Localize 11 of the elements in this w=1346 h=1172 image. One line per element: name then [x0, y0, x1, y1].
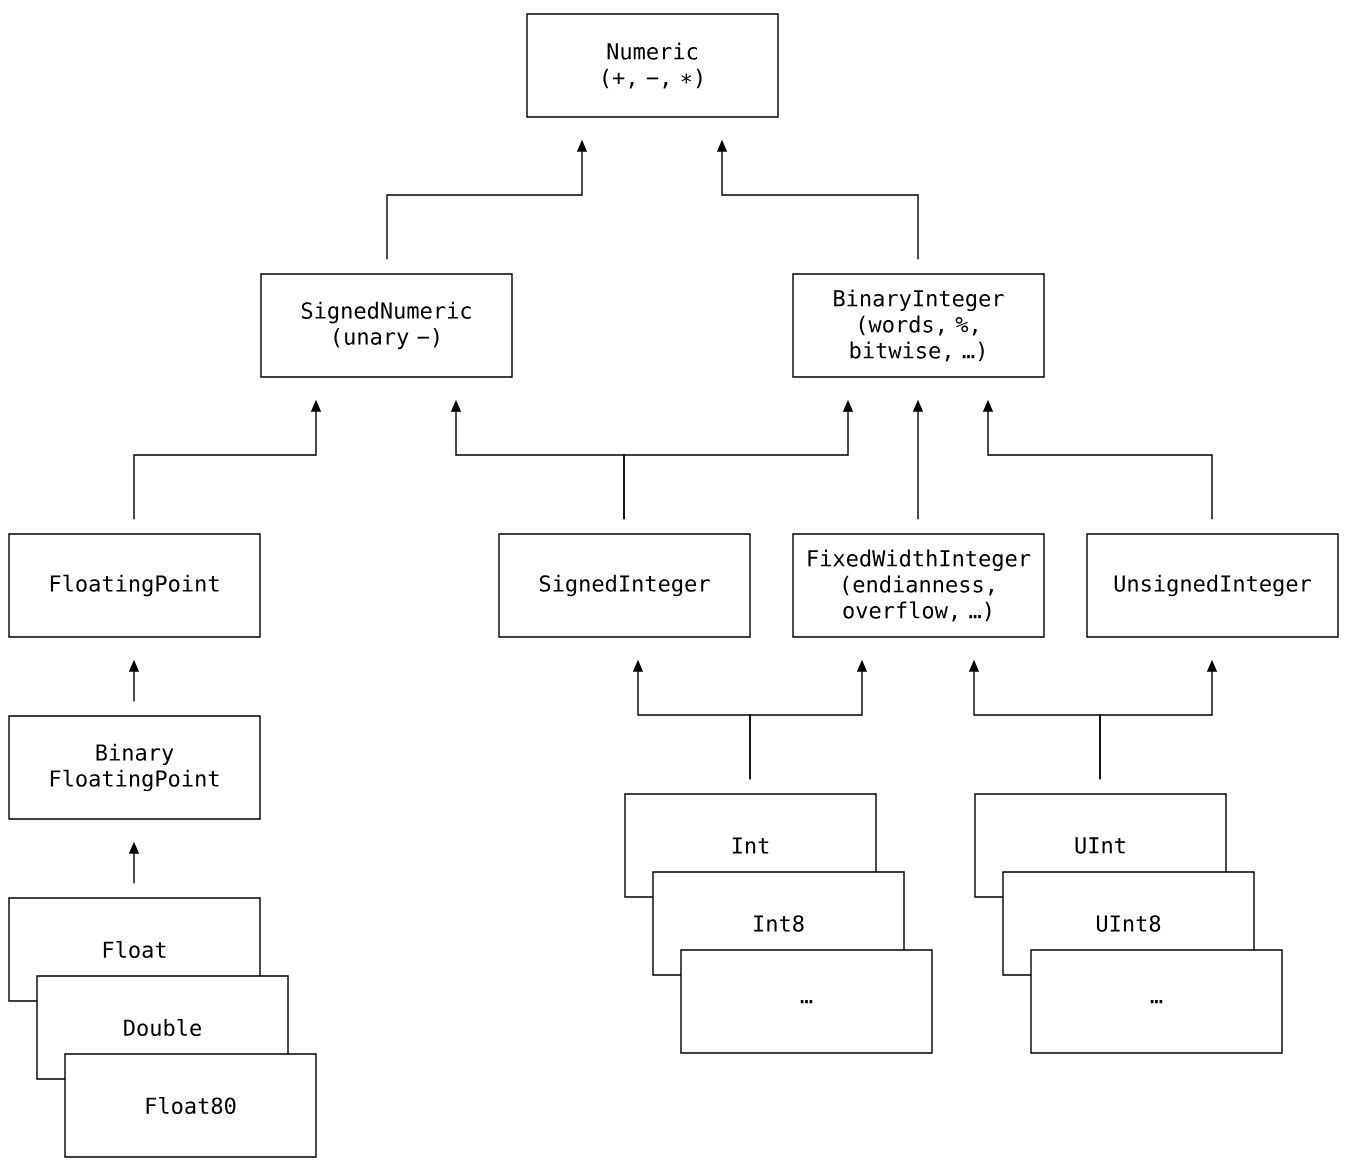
type-box: Float80: [64, 1053, 317, 1158]
type-box: …: [1030, 949, 1283, 1054]
type-box: Numeric (+, −, ∗): [526, 13, 779, 118]
type-box: SignedInteger: [498, 533, 751, 638]
type-box: Binary FloatingPoint: [8, 715, 261, 820]
type-box: UnsignedInteger: [1086, 533, 1339, 638]
type-box: …: [680, 949, 933, 1054]
type-box: FixedWidthInteger (endianness, overflow, …): [792, 533, 1045, 638]
type-box: SignedNumeric (unary −): [260, 273, 513, 378]
type-box: FloatingPoint: [8, 533, 261, 638]
type-box: BinaryInteger (words, %, bitwise, …): [792, 273, 1045, 378]
